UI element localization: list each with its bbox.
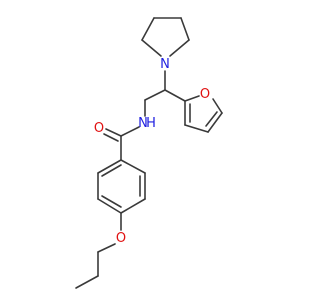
bond xyxy=(164,89,186,102)
bond xyxy=(184,124,209,133)
bond xyxy=(105,128,122,137)
ether-oxygen-label: O xyxy=(116,231,126,246)
bond xyxy=(207,112,223,133)
atom-labels: N N H O O O xyxy=(94,57,210,246)
bond xyxy=(97,198,122,214)
molecule-structure: N N H O O O xyxy=(75,17,223,289)
bond xyxy=(120,198,146,214)
bond xyxy=(97,243,116,253)
carbonyl-oxygen-label: O xyxy=(94,121,104,136)
bond xyxy=(75,275,99,289)
bond xyxy=(212,98,223,114)
bond xyxy=(184,95,200,102)
bond xyxy=(103,133,119,142)
bond xyxy=(101,195,122,208)
bond xyxy=(120,126,140,137)
bond xyxy=(205,111,218,127)
bond xyxy=(101,164,122,177)
bond xyxy=(144,89,166,101)
amide-hydrogen-label: H xyxy=(146,116,156,131)
bond xyxy=(97,159,122,174)
bond xyxy=(141,39,162,57)
bonds xyxy=(75,17,223,289)
bond xyxy=(169,39,190,57)
bond xyxy=(180,17,190,41)
furan-oxygen-label: O xyxy=(200,87,210,102)
bond xyxy=(141,17,155,41)
pyrrolidine-nitrogen-label: N xyxy=(160,57,170,72)
bond xyxy=(120,159,146,174)
amide-nitrogen-label: N xyxy=(138,116,148,131)
